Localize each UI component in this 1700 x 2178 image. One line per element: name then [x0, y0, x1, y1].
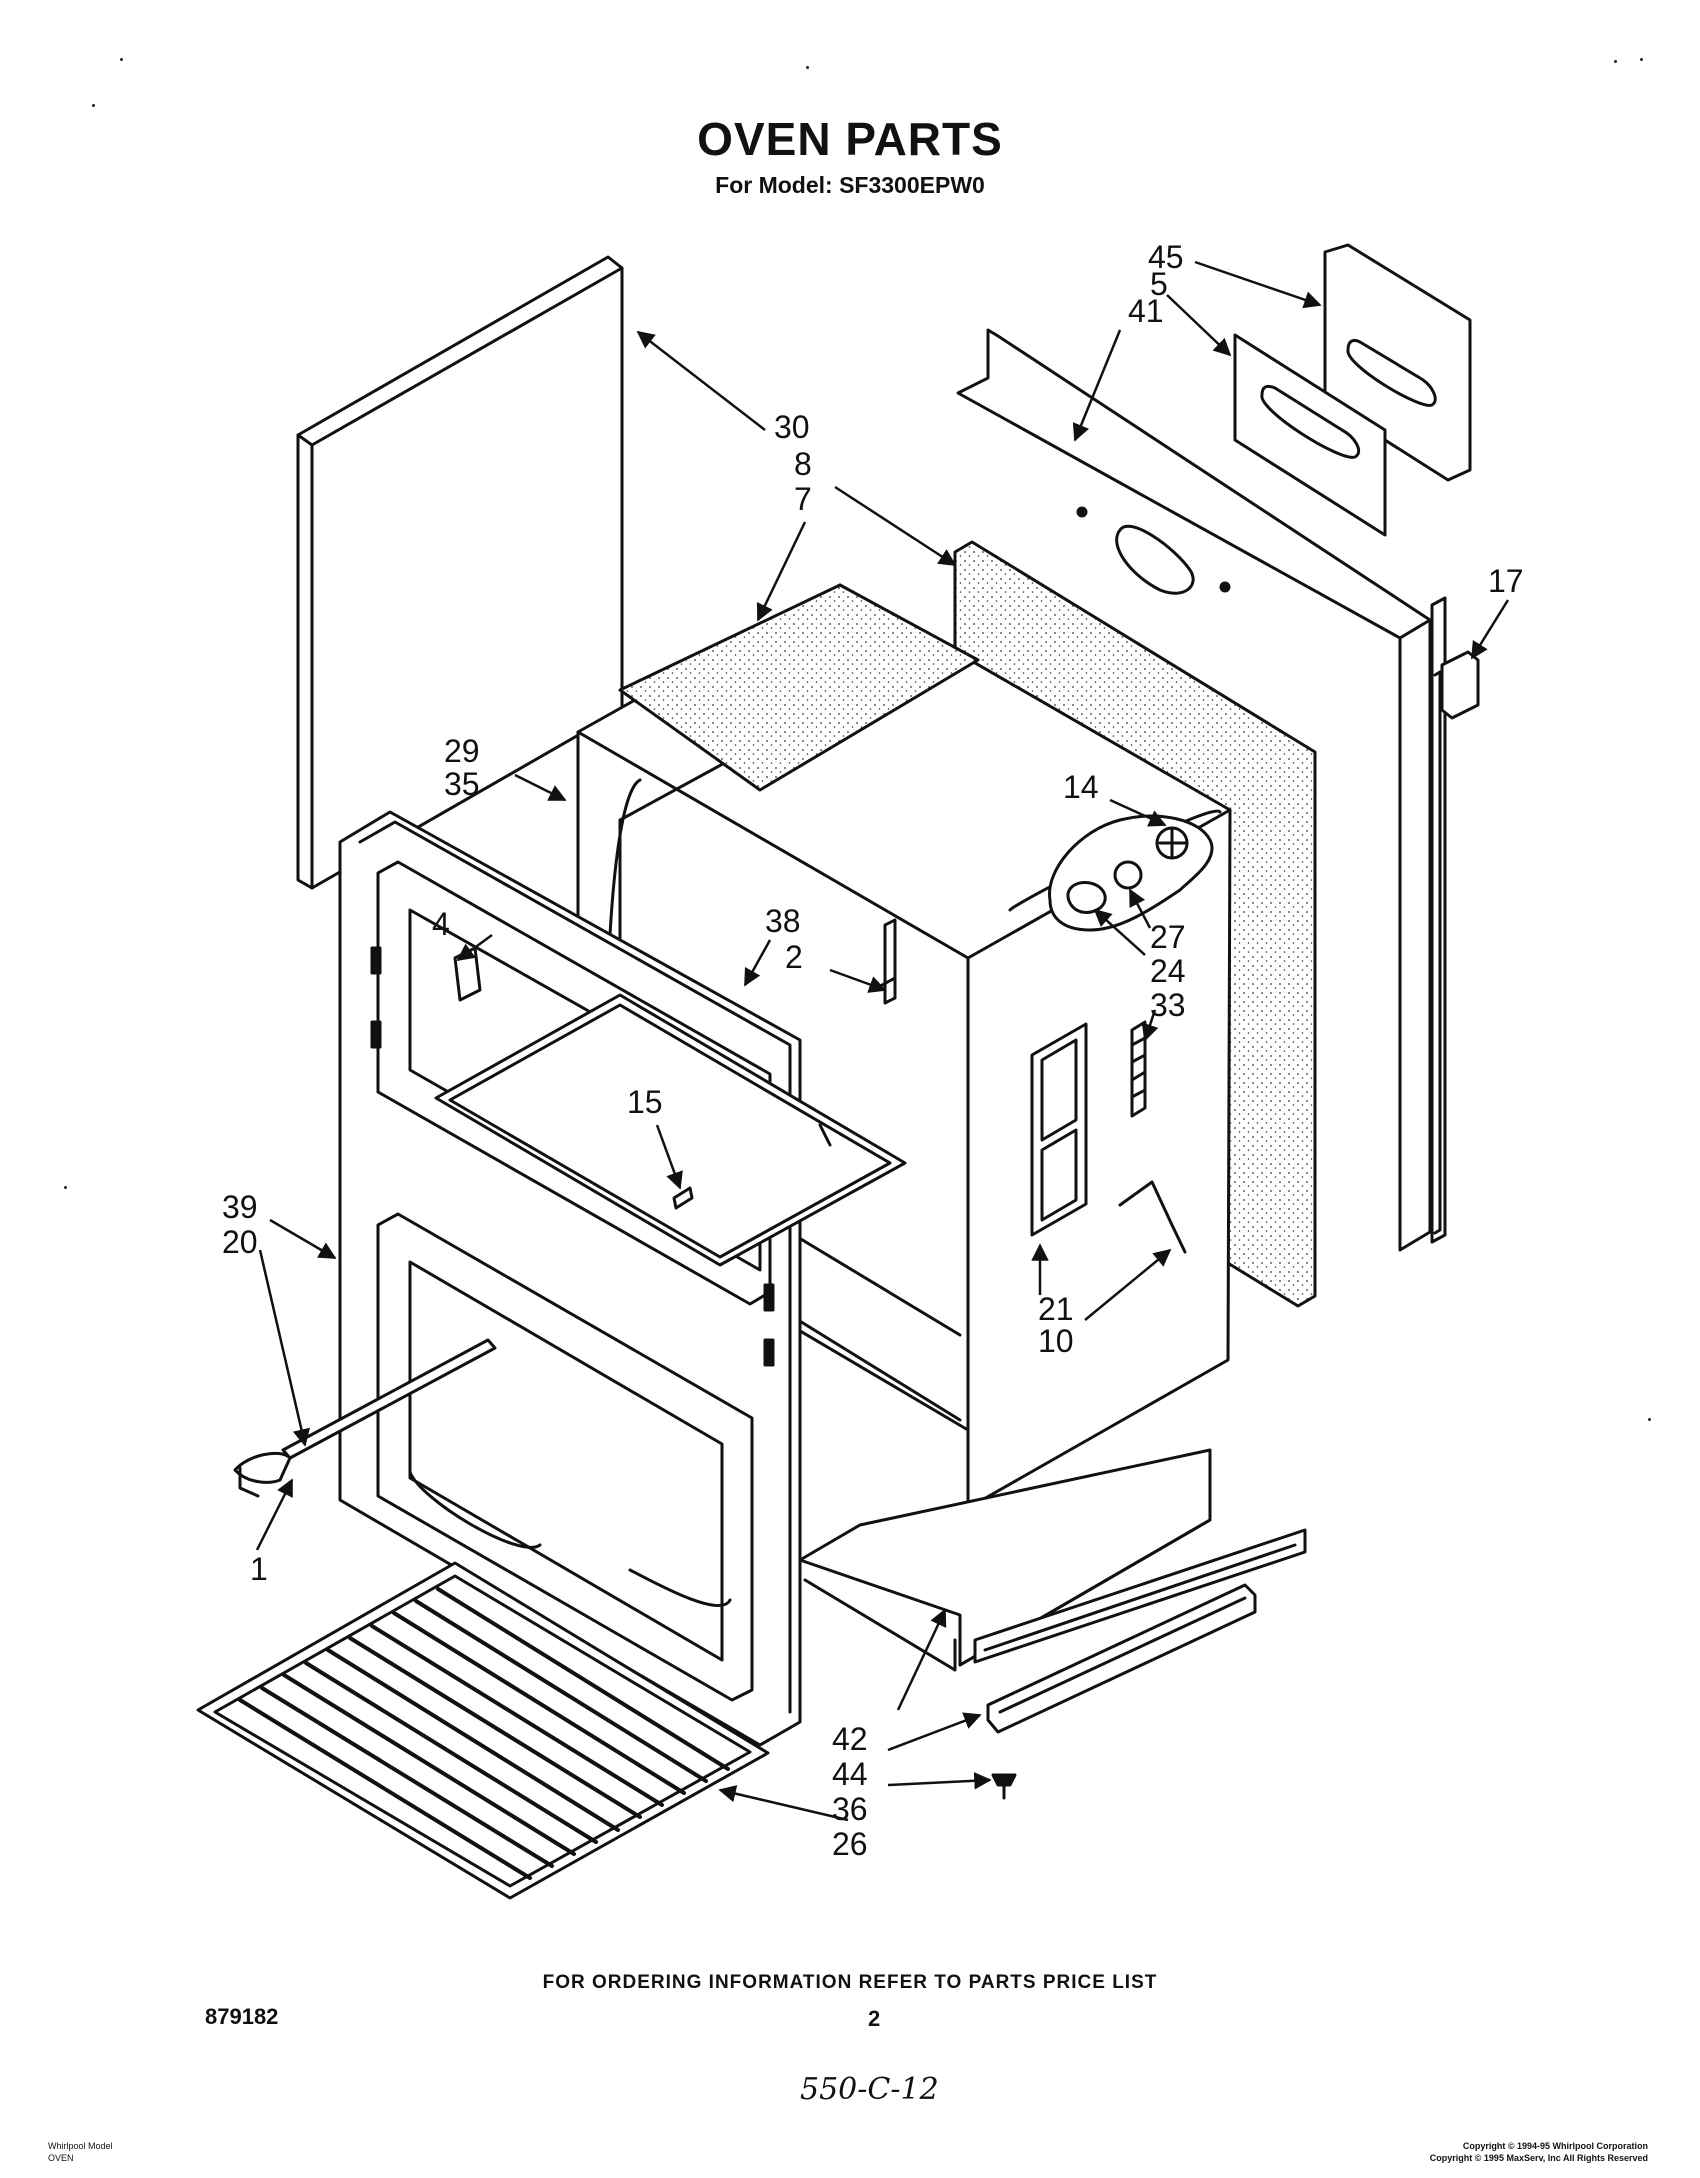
callout-42: 42	[832, 1721, 868, 1757]
door-stop-bracket-part	[453, 946, 482, 1002]
small-bracket-part	[1440, 650, 1480, 720]
model-label: Whirlpool Model	[48, 2141, 113, 2151]
lamp-assembly-part	[1048, 814, 1214, 932]
scan-speck	[1648, 1418, 1651, 1421]
drawer-rail-part	[986, 1583, 1257, 1734]
scan-speck	[64, 1186, 67, 1189]
callout-29: 29	[444, 733, 480, 769]
screw-part	[672, 1186, 694, 1210]
callout-7: 7	[794, 481, 812, 517]
callout-36: 36	[832, 1791, 868, 1827]
callout-38: 38	[765, 903, 801, 939]
broil-element-holder-part	[1030, 1022, 1088, 1237]
mounting-screw-part	[991, 1773, 1017, 1800]
broil-pan-part	[434, 993, 907, 1267]
scan-speck	[120, 58, 123, 61]
vent-trim-part	[1233, 333, 1387, 537]
callout-44: 44	[832, 1756, 868, 1792]
section-label: OVEN	[48, 2153, 74, 2163]
callout-labels: 45 5 41 30 8 7 17 29 35 14 4 38 2 27 24 …	[222, 239, 1524, 1862]
ordering-note: FOR ORDERING INFORMATION REFER TO PARTS …	[542, 1972, 1158, 1993]
scan-speck	[92, 104, 95, 107]
support-rod-part	[233, 1338, 497, 1498]
callout-17: 17	[1488, 563, 1524, 599]
spring-clip-part	[1130, 1020, 1147, 1118]
callout-15: 15	[627, 1084, 663, 1120]
oven-rack-bars	[238, 1587, 730, 1880]
wire-bracket-part	[1118, 1180, 1187, 1254]
toe-plate-part	[973, 1528, 1307, 1664]
callout-27: 27	[1150, 919, 1186, 955]
leader-lines	[255, 260, 1510, 1822]
callout-24: 24	[1150, 953, 1186, 989]
scan-speck	[1614, 60, 1617, 63]
callout-10: 10	[1038, 1323, 1074, 1359]
copyright-line-2: Copyright © 1995 MaxServ, Inc All Rights…	[1429, 2153, 1648, 2163]
corner-bracket-part	[1430, 596, 1447, 1244]
back-panel-part	[956, 328, 1432, 1252]
callout-21: 21	[1038, 1291, 1074, 1327]
callout-45: 45	[1148, 239, 1184, 275]
callout-2: 2	[785, 939, 803, 975]
page-number: 2	[868, 2006, 881, 2031]
document-number: 879182	[205, 2004, 279, 2029]
copyright-block: Copyright © 1994-95 Whirlpool Corporatio…	[1430, 2140, 1648, 2164]
callout-39: 39	[222, 1189, 258, 1225]
corner-left-credit: Whirlpool Model OVEN	[48, 2140, 113, 2164]
callout-20: 20	[222, 1224, 258, 1260]
page-title: OVEN PARTS	[697, 113, 1003, 165]
callout-35: 35	[444, 766, 480, 802]
copyright-line-1: Copyright © 1994-95 Whirlpool Corporatio…	[1462, 2141, 1648, 2151]
scan-speck	[806, 66, 809, 69]
oven-rack-part	[196, 1561, 770, 1900]
callout-1: 1	[250, 1551, 268, 1587]
model-subtitle: For Model: SF3300EPW0	[715, 172, 985, 198]
callout-30: 30	[774, 409, 810, 445]
callout-5: 5	[1150, 266, 1168, 302]
callout-41: 41	[1128, 293, 1164, 329]
callout-26: 26	[832, 1826, 868, 1862]
callout-33: 33	[1150, 987, 1186, 1023]
handwritten-note: 550-C-12	[800, 2072, 939, 2107]
callout-8: 8	[794, 446, 812, 482]
side-panel-part	[296, 255, 624, 890]
callout-4: 4	[432, 906, 450, 942]
scan-speck	[1640, 58, 1643, 61]
callout-14: 14	[1063, 769, 1099, 805]
